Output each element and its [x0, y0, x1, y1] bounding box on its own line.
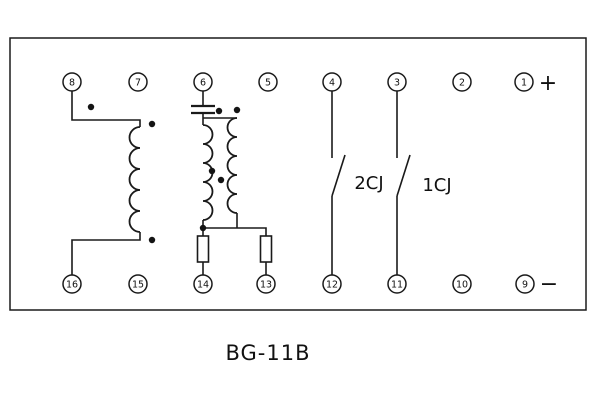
- terminal-circle: [387, 274, 407, 294]
- polarity-dot: [208, 167, 216, 175]
- terminal-circle: [256, 274, 276, 294]
- terminal-number: 1: [521, 78, 527, 89]
- polarity-dot: [87, 103, 95, 111]
- terminal-circle: [515, 274, 535, 294]
- terminal-16: 16: [62, 274, 82, 294]
- terminal-number: 12: [326, 280, 338, 291]
- terminal-8: 8: [62, 72, 82, 92]
- wire-coil-to-terminal16: [71, 232, 141, 275]
- terminal-number: 10: [456, 280, 468, 291]
- contact-blade-1cj: [396, 154, 411, 197]
- terminal-circle: [62, 274, 82, 294]
- terminal-row-top: 8 7 6 5 4 3 2 1 +: [62, 71, 557, 96]
- terminal-circle: [128, 72, 148, 92]
- contact-1cj: 1CJ: [396, 91, 452, 275]
- terminal-1: 1: [514, 72, 534, 92]
- terminal-number: 5: [265, 78, 271, 89]
- plus-sign: +: [539, 71, 557, 96]
- terminal-7: 7: [128, 72, 148, 92]
- polarity-dot: [217, 176, 225, 184]
- terminal-number: 3: [394, 78, 400, 89]
- terminal-number: 7: [135, 78, 141, 89]
- terminal-12: 12: [322, 274, 342, 294]
- terminal-14: 14: [193, 274, 213, 294]
- terminal-number: 4: [329, 78, 335, 89]
- left-coil-circuit: [71, 91, 156, 275]
- terminal-number: 14: [197, 280, 209, 291]
- model-title: BG-11B: [225, 341, 310, 365]
- right-winding: [226, 117, 238, 214]
- terminal-circle: [452, 72, 472, 92]
- terminal-5: 5: [258, 72, 278, 92]
- terminal-circle: [128, 274, 148, 294]
- enclosure-border: [9, 37, 587, 311]
- terminal-number: 15: [132, 280, 144, 291]
- terminal-circle: [322, 72, 342, 92]
- junction-dot: [199, 224, 207, 232]
- terminal-3: 3: [387, 72, 407, 92]
- contact-1cj-label: 1CJ: [422, 175, 451, 196]
- terminal-11: 11: [387, 274, 407, 294]
- contact-blade-2cj: [331, 154, 346, 197]
- terminal-13: 13: [256, 274, 276, 294]
- terminal-6: 6: [193, 72, 213, 92]
- terminal-2: 2: [452, 72, 472, 92]
- terminal-15: 15: [128, 274, 148, 294]
- terminal-number: 2: [459, 78, 465, 89]
- resistor-right: [259, 235, 273, 263]
- terminal-circle: [387, 72, 407, 92]
- terminal-circle: [514, 72, 534, 92]
- left-coil: [128, 126, 141, 233]
- terminal-number: 13: [260, 280, 272, 291]
- polarity-dot: [148, 236, 156, 244]
- terminal-number: 6: [200, 78, 206, 89]
- contact-2cj-label: 2CJ: [354, 173, 383, 194]
- terminal-9: 9: [515, 274, 535, 294]
- resistor-left: [196, 235, 210, 263]
- terminal-circle: [258, 72, 278, 92]
- terminal-number: 9: [522, 280, 528, 291]
- terminal-number: 8: [69, 78, 75, 89]
- terminal-4: 4: [322, 72, 342, 92]
- contact-2cj: 2CJ: [331, 91, 384, 275]
- middle-transformer-circuit: [191, 91, 273, 275]
- terminal-circle: [452, 274, 472, 294]
- wire-bottom-bus: [203, 227, 267, 236]
- terminal-number: 11: [391, 280, 403, 291]
- terminal-circle: [322, 274, 342, 294]
- terminal-circle: [62, 72, 82, 92]
- minus-sign: −: [540, 272, 558, 297]
- wire-terminal8-to-coil: [71, 91, 141, 127]
- polarity-dot: [148, 120, 156, 128]
- terminal-number: 16: [66, 280, 78, 291]
- terminal-row-bottom: 16 15 14 13 12 11 10 9 −: [62, 272, 558, 297]
- terminal-circle: [193, 72, 213, 92]
- terminal-circle: [193, 274, 213, 294]
- polarity-dot: [215, 107, 223, 115]
- polarity-dot: [233, 106, 241, 114]
- terminal-10: 10: [452, 274, 472, 294]
